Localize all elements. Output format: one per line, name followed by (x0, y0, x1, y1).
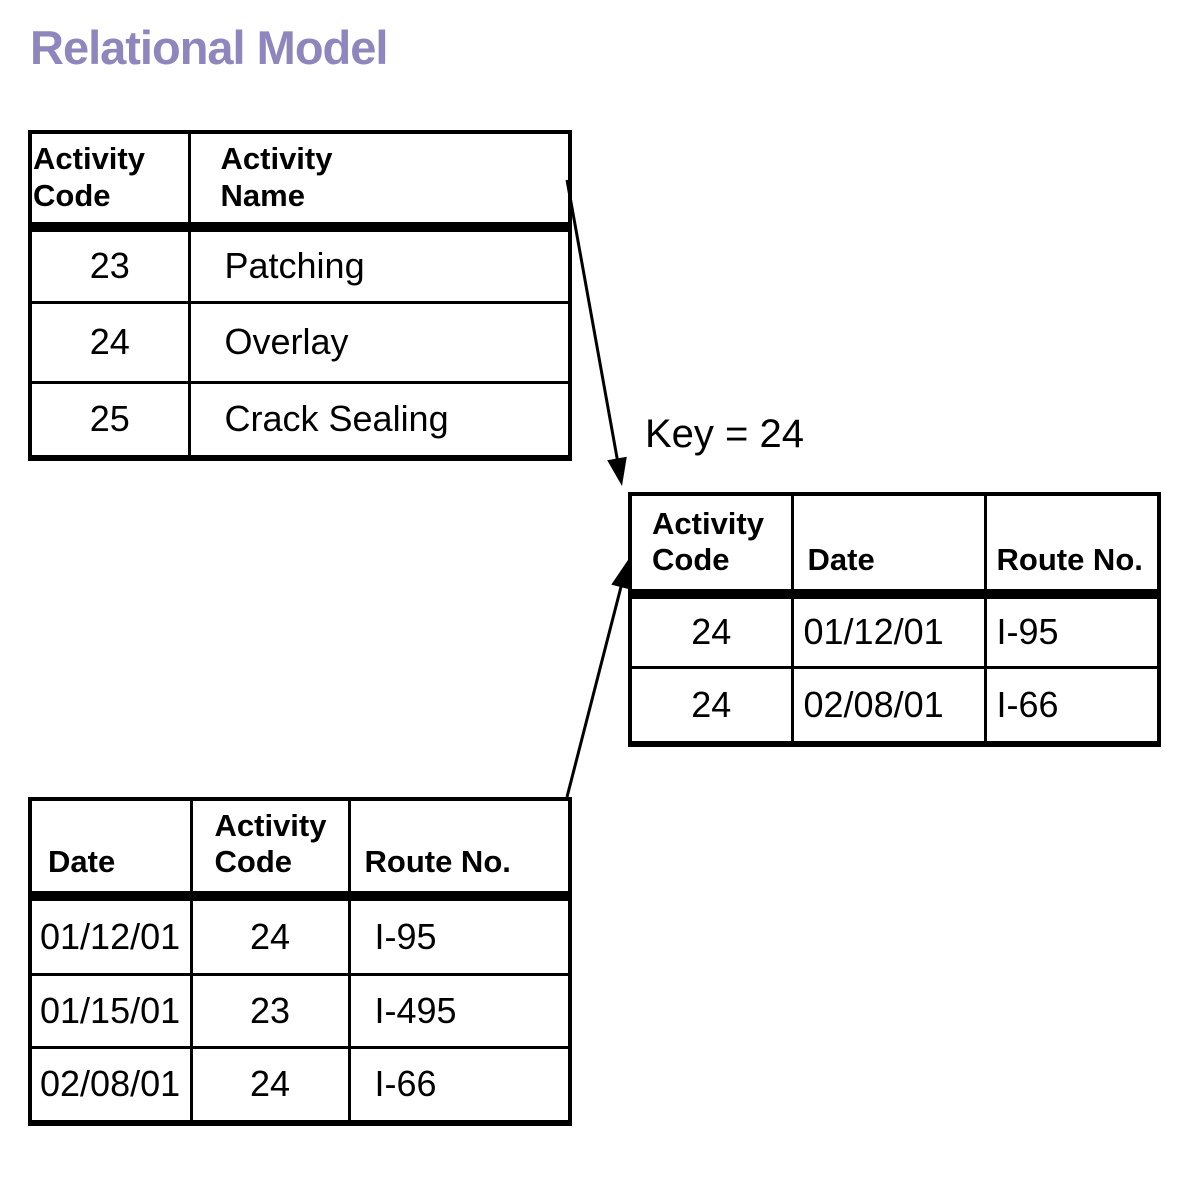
cell-activity-name: Patching (187, 225, 572, 304)
column-header-activity-code: Activity Code (189, 797, 351, 901)
cell-route-no: I-66 (983, 665, 1161, 746)
cell-date: 01/15/01 (28, 972, 193, 1049)
table-row: 23 Patching (28, 225, 572, 304)
cell-activity-code: 24 (189, 894, 351, 976)
cell-activity-name: Crack Sealing (187, 380, 572, 460)
table-row: 01/15/01 23 I-495 (28, 972, 572, 1049)
cell-route-no: I-66 (347, 1045, 572, 1125)
cell-activity-code: 23 (28, 225, 191, 304)
cell-activity-code: 24 (628, 592, 794, 669)
table-row: 02/08/01 24 I-66 (28, 1045, 572, 1125)
table-row: 25 Crack Sealing (28, 380, 572, 460)
cell-date: 02/08/01 (790, 665, 987, 746)
column-header-activity-name: Activity Name (187, 130, 572, 232)
cell-activity-code: 24 (189, 1045, 351, 1125)
arrow-activity-to-log-icon (565, 179, 627, 486)
cell-route-no: I-95 (347, 894, 572, 976)
cell-date: 01/12/01 (28, 894, 193, 976)
column-header-activity-code: Activity Code (28, 130, 191, 232)
column-header-date: Date (790, 492, 987, 599)
selected-activity-log-table: Activity Code Date Route No. 24 01/12/01… (628, 492, 1161, 747)
cell-activity-code: 23 (189, 972, 351, 1049)
column-header-date: Date (28, 797, 193, 901)
arrow-datelog-to-log-icon (565, 560, 631, 798)
table-header-row: Date Activity Code Route No. (28, 797, 572, 901)
column-header-route-no: Route No. (983, 492, 1161, 599)
cell-activity-code: 25 (28, 380, 191, 460)
cell-date: 01/12/01 (790, 592, 987, 669)
cell-route-no: I-495 (347, 972, 572, 1049)
column-header-route-no: Route No. (347, 797, 572, 901)
date-log-table: Date Activity Code Route No. 01/12/01 24… (28, 797, 572, 1126)
cell-activity-name: Overlay (187, 300, 572, 384)
cell-activity-code: 24 (628, 665, 794, 746)
table-header-row: Activity Code Date Route No. (628, 492, 1161, 599)
table-row: 24 02/08/01 I-66 (628, 665, 1161, 746)
table-header-row: Activity Code Activity Name (28, 130, 572, 232)
cell-date: 02/08/01 (28, 1045, 193, 1125)
activity-name-table: Activity Code Activity Name 23 Patching … (28, 130, 572, 461)
cell-activity-code: 24 (28, 300, 191, 384)
table-row: 01/12/01 24 I-95 (28, 894, 572, 976)
column-header-activity-code: Activity Code (628, 492, 794, 599)
page-title: Relational Model (30, 21, 388, 74)
key-label: Key = 24 (645, 412, 805, 456)
table-row: 24 Overlay (28, 300, 572, 384)
cell-route-no: I-95 (983, 592, 1161, 669)
table-row: 24 01/12/01 I-95 (628, 592, 1161, 669)
